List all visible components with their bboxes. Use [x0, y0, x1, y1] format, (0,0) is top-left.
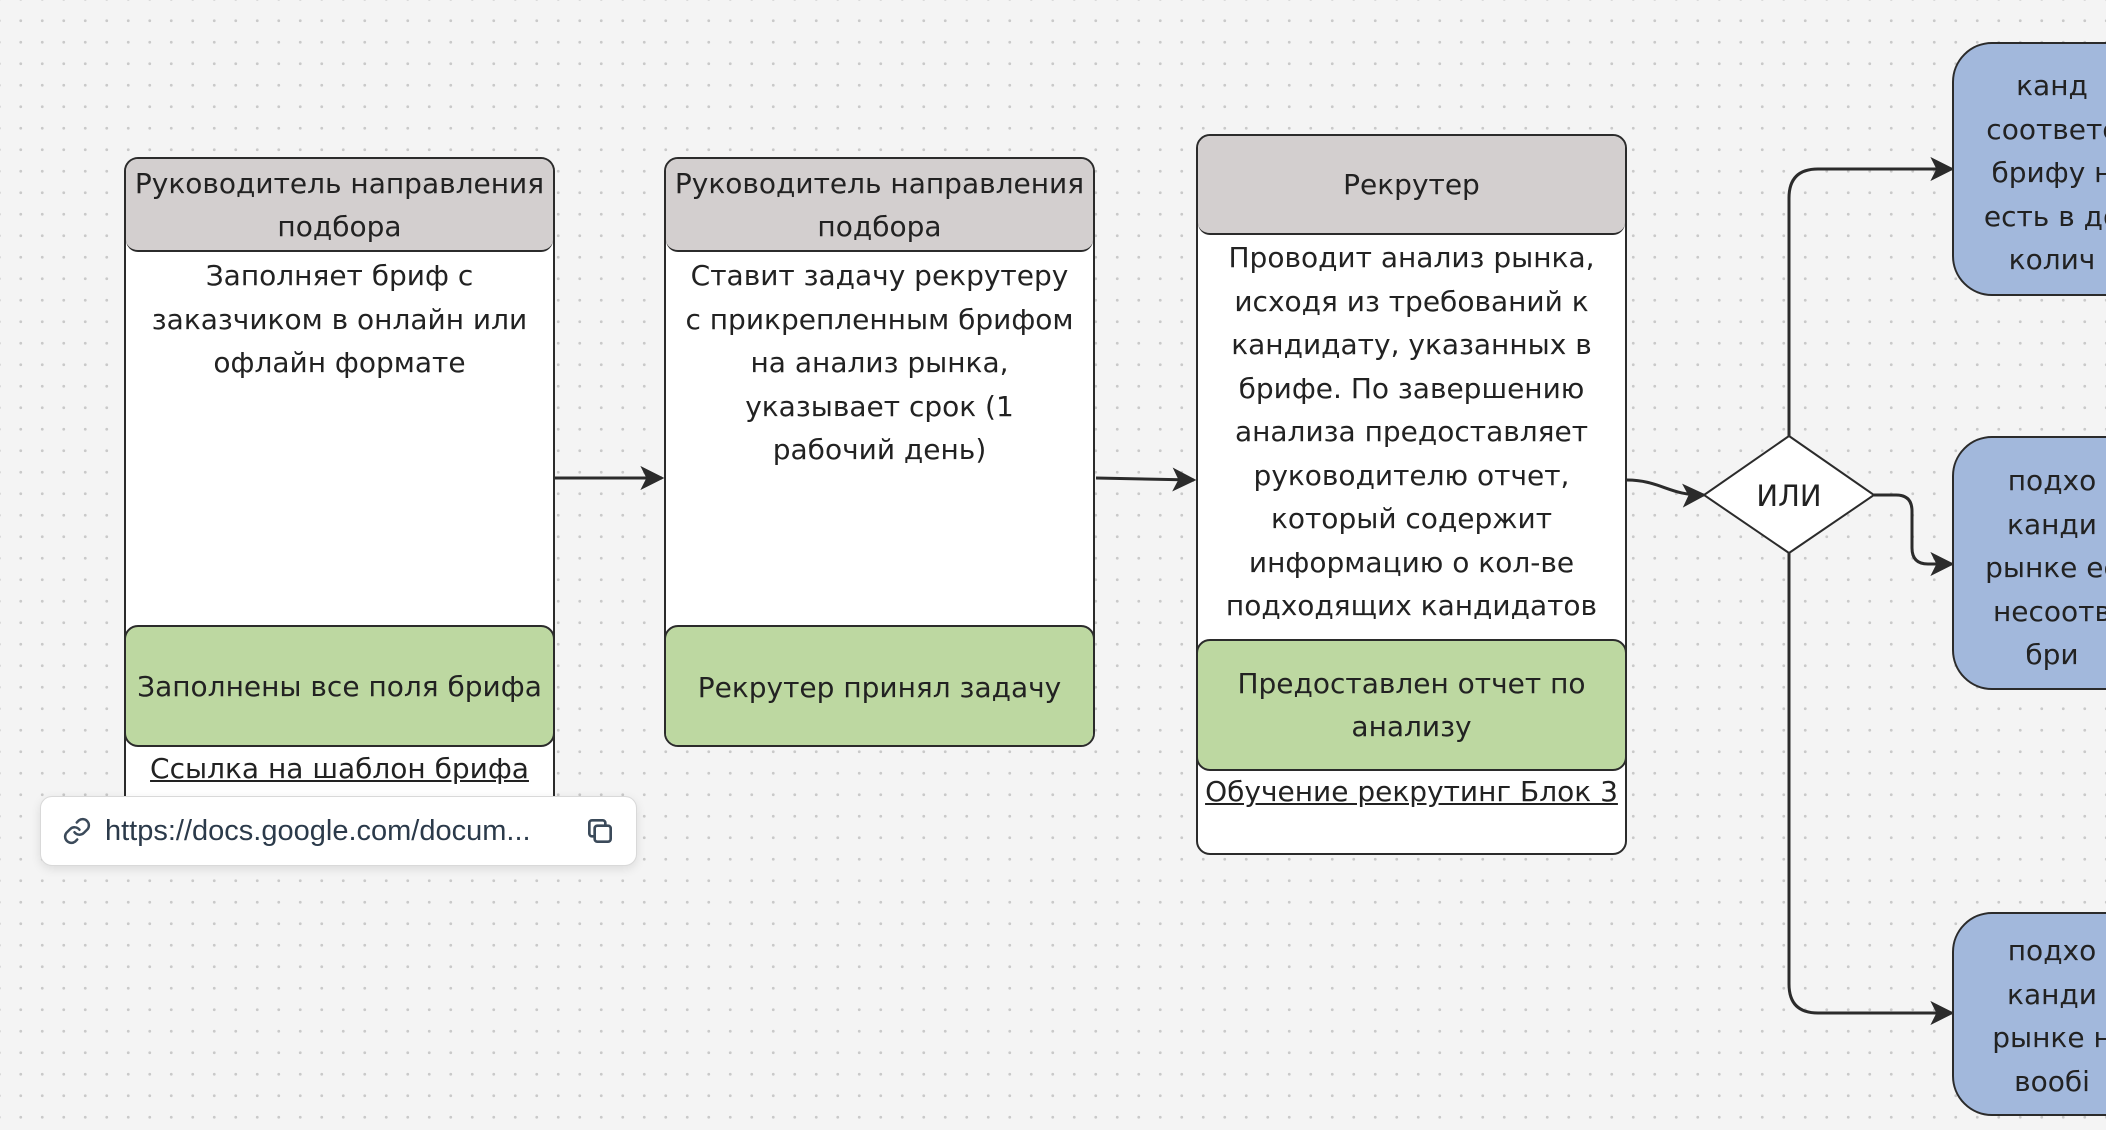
- card-role-label: Рекрутер: [1343, 168, 1480, 201]
- outcome-line: рынке ес: [1985, 551, 2106, 584]
- outcome-line: вообі: [2014, 1064, 2090, 1098]
- card-description: Проводит анализ рынка, исходя из требова…: [1225, 241, 1598, 622]
- process-card-3[interactable]: Рекрутер Проводит анализ рынка, исходя и…: [1196, 134, 1627, 855]
- outcome-line: подхо: [2007, 934, 2097, 967]
- card-result-label: Заполнены все поля брифа: [137, 669, 542, 703]
- outcome-line: канди: [2007, 977, 2097, 1011]
- card-description: Ставит задачу рекрутеру с прикрепленным …: [685, 259, 1074, 466]
- card-result-label: Рекрутер принял задачу: [697, 670, 1062, 704]
- outcome-box-3[interactable]: подхо канди рынке н вообі: [1952, 912, 2106, 1116]
- outcome-line: колич: [2008, 243, 2096, 276]
- outcome-box-2[interactable]: подхо канди рынке ес несоотв бри: [1952, 436, 2106, 690]
- decision-label: ИЛИ: [1756, 479, 1822, 513]
- process-card-2[interactable]: Руководитель направления подбора Ставит …: [664, 157, 1095, 747]
- outcome-line: канди: [2007, 507, 2097, 541]
- card-role-header: Руководитель направления подбора: [126, 159, 553, 252]
- outcome-line: несоотв: [1992, 594, 2106, 628]
- card-result-label: Предоставлен отчет по анализу: [1237, 667, 1586, 743]
- outcome-line: есть в до: [1983, 199, 2106, 233]
- link-tooltip: https://docs.google.com/docum...: [40, 796, 637, 866]
- outcome-line: канд: [2016, 69, 2088, 102]
- edge-decision-outcome3: [1787, 553, 1955, 1025]
- process-card-1[interactable]: Руководитель направления подбора Заполня…: [124, 157, 555, 797]
- copy-icon[interactable]: [582, 813, 618, 849]
- edge-decision-outcome2: [1874, 493, 1955, 576]
- card-role-label: Руководитель направления подбора: [134, 166, 545, 243]
- link-icon: [61, 815, 93, 847]
- outcome-line: бри: [2025, 638, 2079, 671]
- card-role-label: Руководитель направления подбора: [674, 166, 1085, 243]
- card-result: Рекрутер принял задачу: [666, 625, 1093, 745]
- card-result: Заполнены все поля брифа: [126, 625, 553, 747]
- outcome-line: подхо: [2007, 464, 2097, 497]
- card-result: Предоставлен отчет по анализу: [1198, 639, 1625, 771]
- card-role-header: Руководитель направления подбора: [666, 159, 1093, 252]
- brief-template-link[interactable]: Ссылка на шаблон брифа: [150, 752, 529, 785]
- edge-card3-decision: [1626, 478, 1707, 508]
- card-role-header: Рекрутер: [1198, 136, 1625, 235]
- edge-decision-outcome1: [1787, 157, 1955, 436]
- tooltip-url[interactable]: https://docs.google.com/docum...: [105, 814, 531, 847]
- edge-card2-card3: [1095, 467, 1197, 492]
- outcome-line: соответс: [1986, 112, 2106, 146]
- outcome-line: брифу н: [1991, 156, 2106, 189]
- training-block-link[interactable]: Обучение рекрутинг Блок 3: [1205, 775, 1618, 808]
- outcome-line: рынке н: [1992, 1021, 2106, 1054]
- outcome-box-1[interactable]: канд соответс брифу н есть в до колич: [1952, 42, 2106, 296]
- card-description: Заполняет бриф с заказчиком в онлайн или…: [151, 259, 528, 379]
